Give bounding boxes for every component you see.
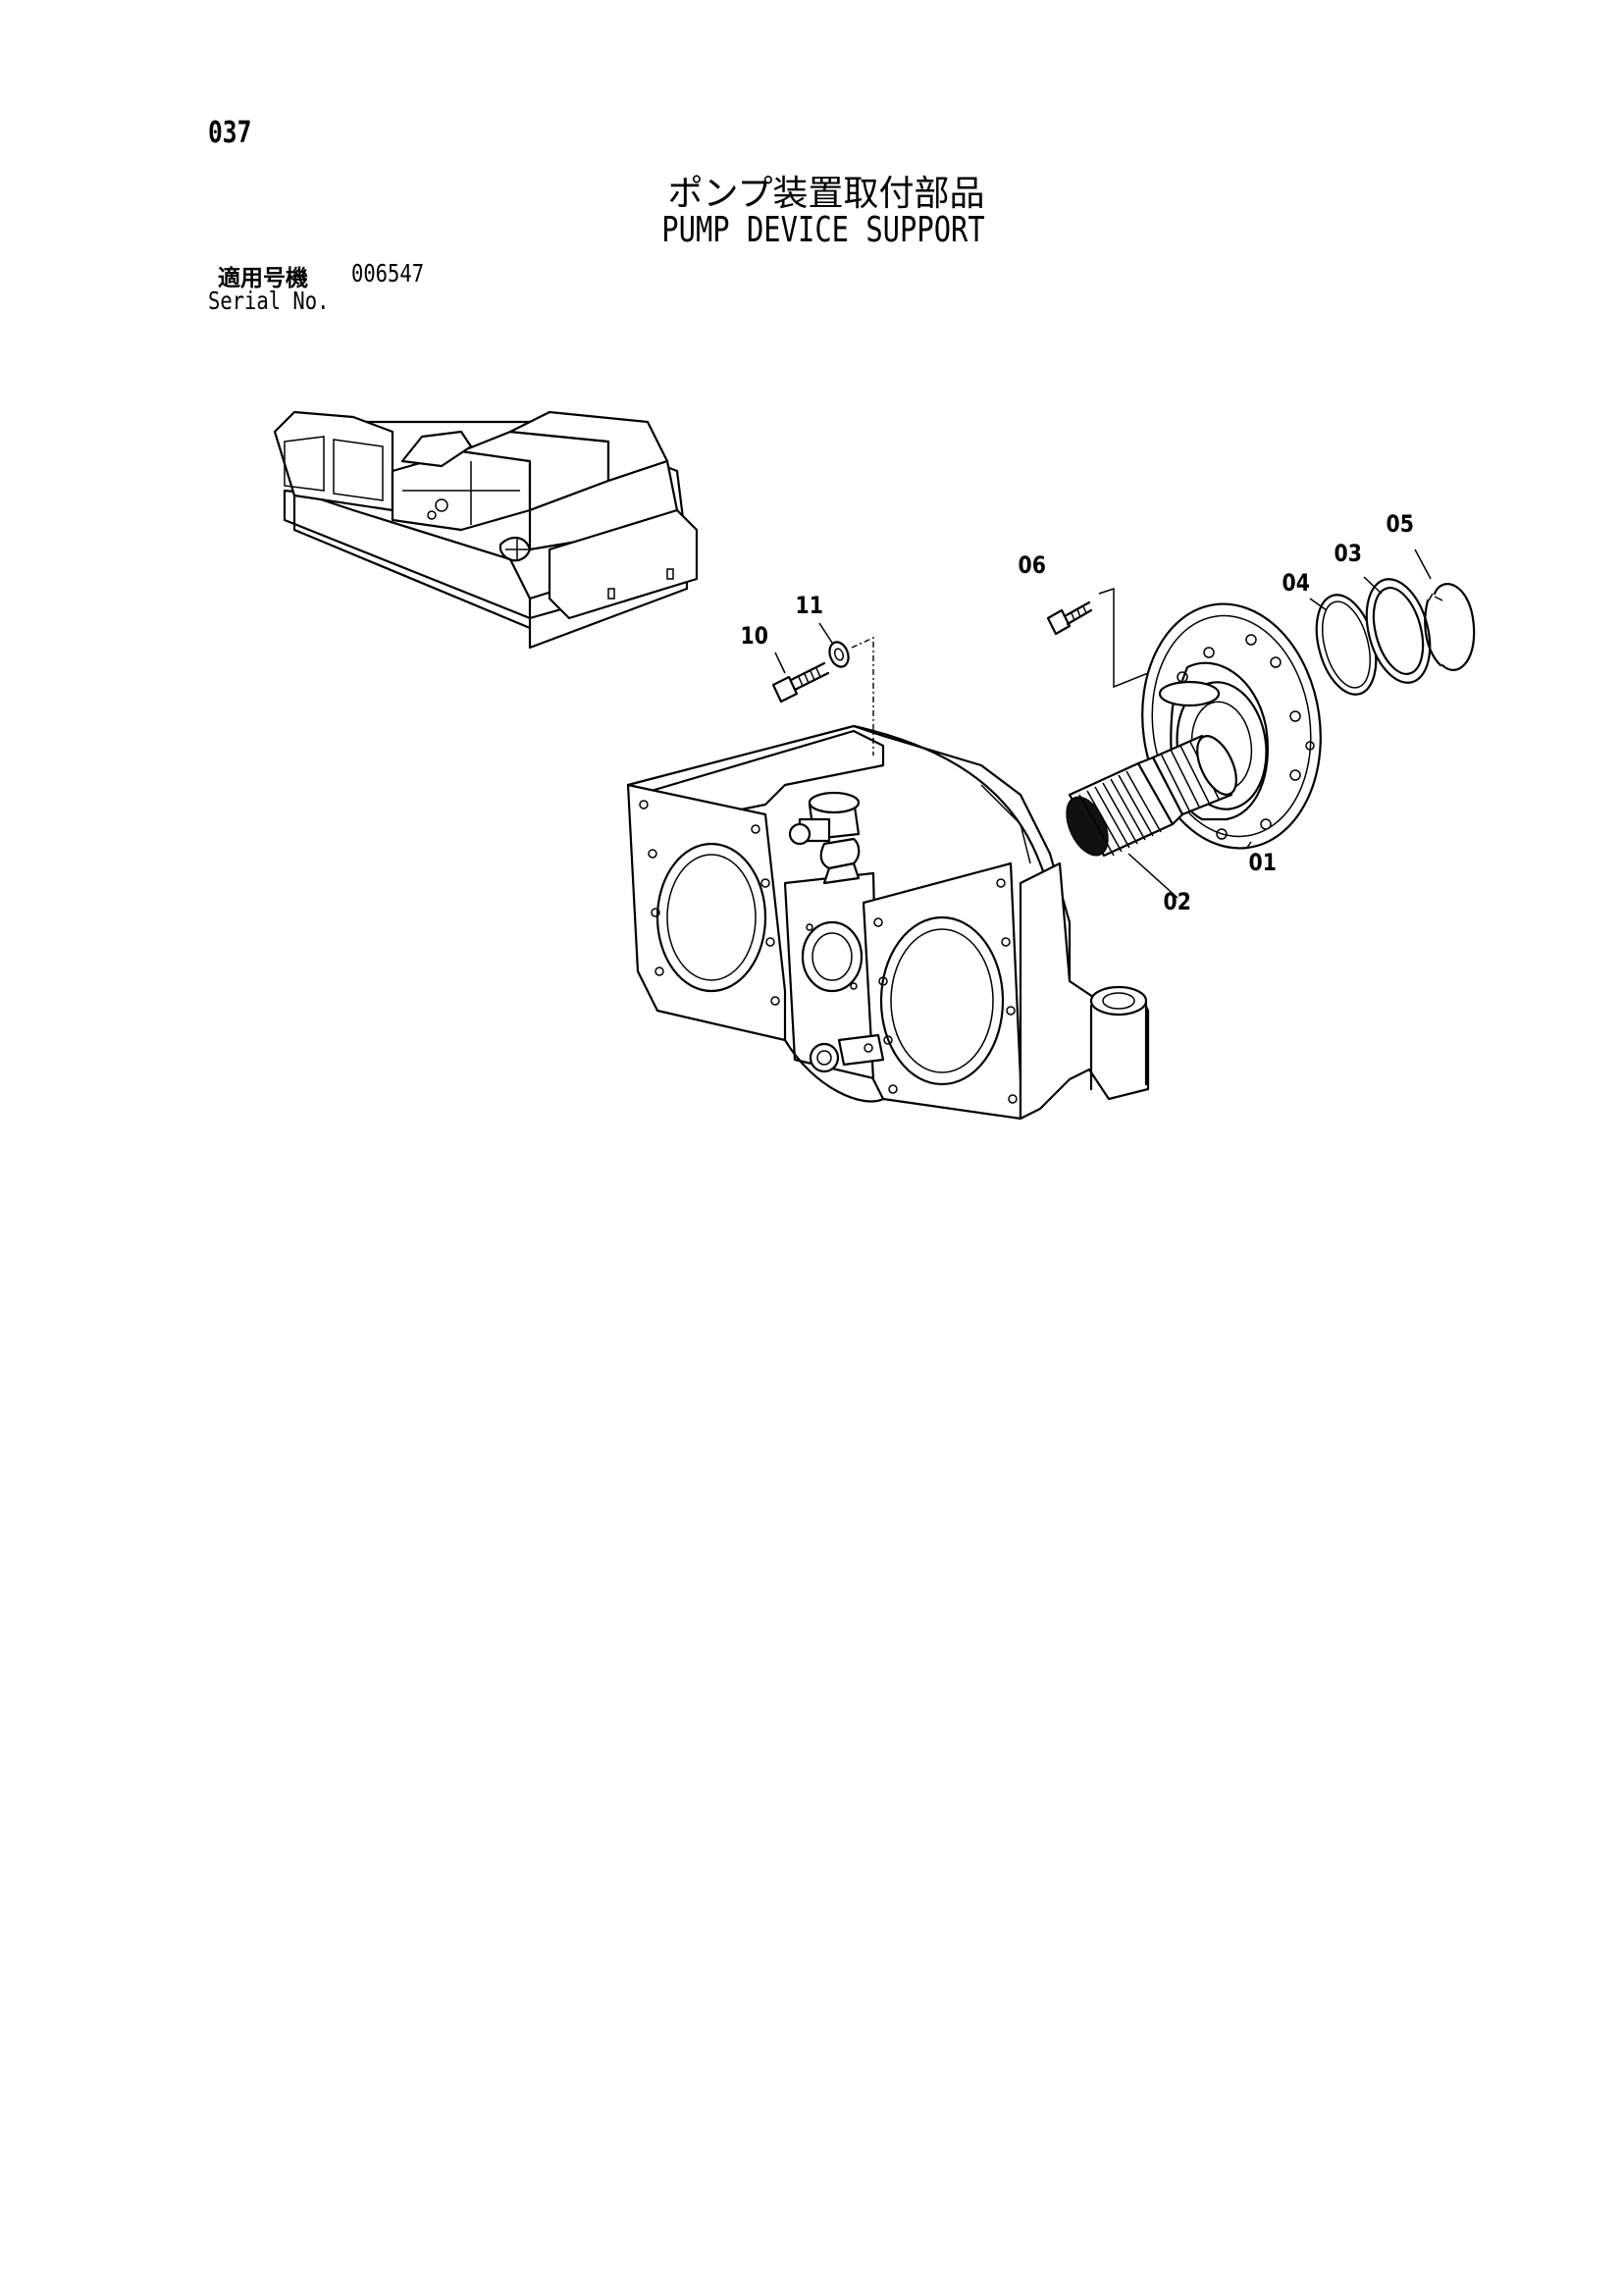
pump-housing-icon bbox=[626, 724, 1150, 1121]
serial-label-japanese: 適用号機 bbox=[218, 266, 308, 291]
callout-11: 11 bbox=[795, 592, 823, 619]
washer-icon bbox=[818, 622, 874, 756]
serial-label-english: Serial No. bbox=[208, 287, 330, 315]
snap-ring-icon bbox=[1414, 548, 1476, 671]
excavator-overview-icon bbox=[273, 410, 699, 650]
callout-02: 02 bbox=[1163, 888, 1191, 915]
callout-05: 05 bbox=[1386, 510, 1414, 538]
ring-icon-03 bbox=[1363, 576, 1432, 684]
page-title-japanese: ポンプ装置取付部品 bbox=[667, 174, 985, 214]
callout-04: 04 bbox=[1282, 569, 1310, 597]
callout-01: 01 bbox=[1248, 849, 1277, 876]
callout-10: 10 bbox=[740, 622, 768, 650]
callout-03: 03 bbox=[1334, 540, 1362, 567]
bolt-icon-10 bbox=[771, 652, 830, 704]
callout-06: 06 bbox=[1018, 551, 1046, 579]
page-number: 037 bbox=[208, 116, 252, 150]
splined-shaft-icon bbox=[1066, 734, 1237, 899]
page-title-english: PUMP DEVICE SUPPORT bbox=[661, 210, 985, 250]
serial-number: 006547 bbox=[351, 259, 425, 287]
